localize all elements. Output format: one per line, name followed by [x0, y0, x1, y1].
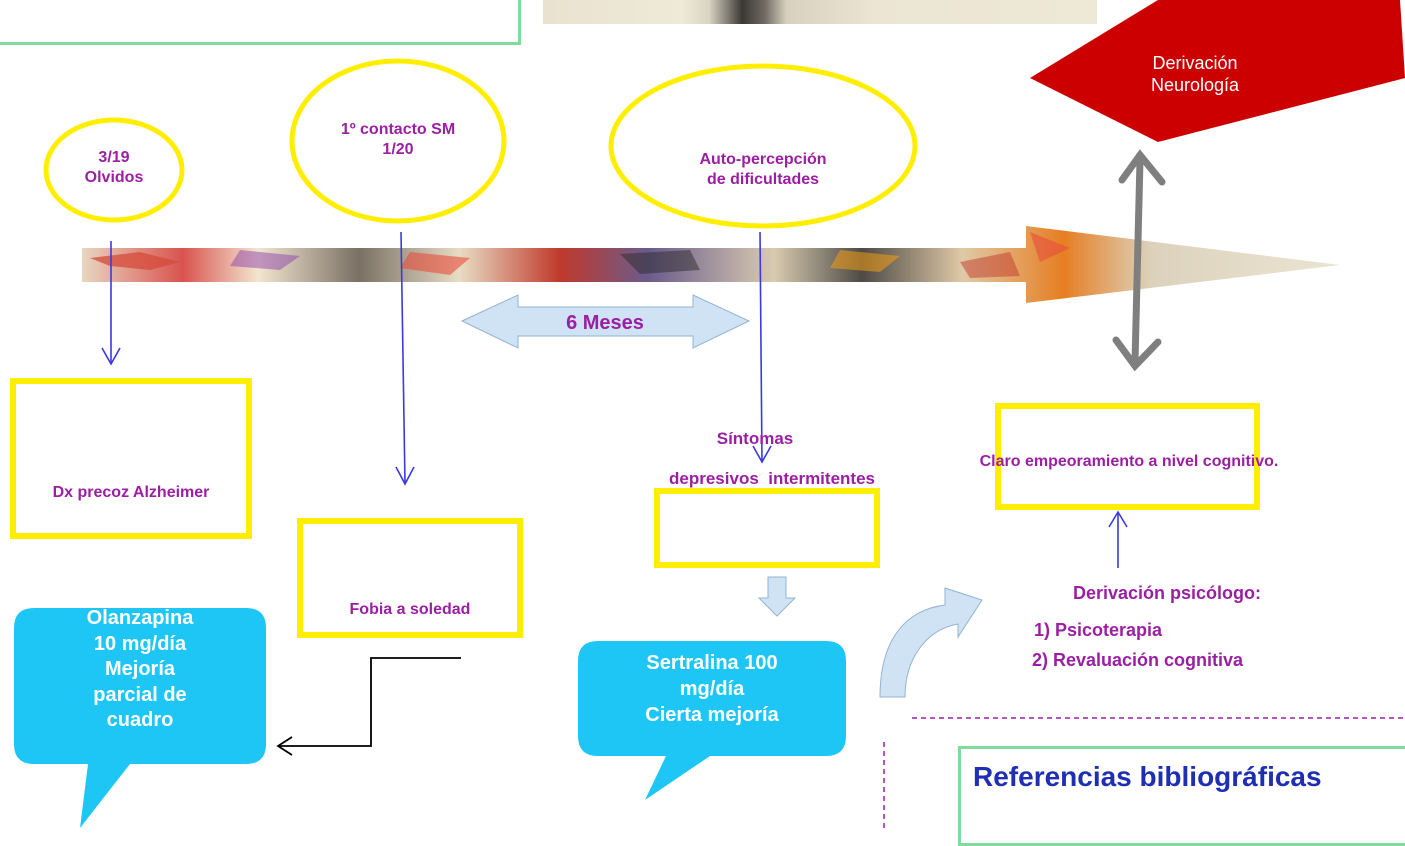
diagram-graphics [14, 0, 1405, 829]
derivacion-neurologia-label: Derivación Neurología [1130, 53, 1260, 96]
derivacion-neurologia-line1: Derivación [1152, 53, 1238, 73]
derivacion-psicologo-item1: 1) Psicoterapia [1034, 620, 1163, 640]
references-title: Referencias bibliográficas [973, 761, 1322, 792]
derivacion-neurologia-diamond [1030, 0, 1405, 142]
sintomas-label-line1: Síntomas [716, 429, 794, 448]
top-photo-strip [543, 0, 1097, 24]
empeoramiento-box [995, 403, 1260, 510]
alzheimer-label: Dx precoz Alzheimer [52, 484, 210, 501]
curved-arrow [879, 587, 983, 698]
derivacion-neurologia-line2: Neurología [1150, 74, 1240, 95]
sertralina-callout [578, 641, 846, 800]
event-autopercepcion-line1: Auto-percepción [699, 151, 827, 168]
timeline-arrow [82, 226, 1340, 303]
empeoramiento-label: Claro empeoramiento a nivel cognitivo. [979, 453, 1279, 470]
olanzapina-callout [14, 608, 266, 828]
sintomas-box [654, 488, 880, 568]
event-autopercepcion-line2: de dificultades [706, 171, 820, 188]
sertralina-line1: Sertralina 100 [646, 652, 778, 674]
olanzapina-line5: cuadro [106, 709, 174, 732]
event-olvidos-date: 3/19 [98, 149, 130, 166]
event-ellipse-autopercepcion [608, 63, 918, 229]
six-months-label: 6 Meses [566, 312, 644, 334]
event-ellipse-olvidos [43, 117, 185, 223]
fobia-label: Fobia a soledad [349, 601, 471, 618]
olanzapina-line1: Olanzapina [86, 607, 194, 629]
olanzapina-text: Olanzapina 10 mg/día Mejoría parcial de … [14, 606, 266, 734]
event-autopercepcion-label: Auto-percepción de dificultades [650, 150, 876, 190]
alzheimer-box [10, 378, 252, 539]
references-panel: Referencias bibliográficas [958, 746, 1405, 846]
sertralina-text: Sertralina 100 mg/día Cierta mejoría [578, 650, 846, 728]
down-block-arrow [757, 576, 797, 617]
six-months-arrow [460, 294, 751, 349]
sertralina-line2: mg/día [679, 678, 745, 700]
olanzapina-line2: 10 mg/día [93, 632, 187, 655]
event-contacto-text: 1º contacto SM [340, 121, 456, 138]
event-olvidos-text: Olvidos [84, 169, 144, 186]
olanzapina-line3: Mejoría [104, 658, 176, 681]
derivacion-psicologo-item2: 2) Revaluación cognitiva [1032, 650, 1244, 670]
event-contacto-date: 1/20 [382, 141, 414, 158]
fobia-box [297, 518, 523, 638]
derivacion-psicologo-title: Derivación psicólogo: [1073, 583, 1262, 603]
sertralina-line3: Cierta mejoría [645, 704, 779, 726]
top-left-panel [0, 0, 521, 45]
event-olvidos-label: 3/19 Olvidos [64, 148, 164, 188]
sintomas-label-line2: depresivos intermitentes [669, 469, 875, 488]
event-contacto-label: 1º contacto SM 1/20 [298, 120, 498, 160]
olanzapina-line4: parcial de [93, 683, 187, 706]
event-ellipse-contacto [289, 58, 507, 224]
